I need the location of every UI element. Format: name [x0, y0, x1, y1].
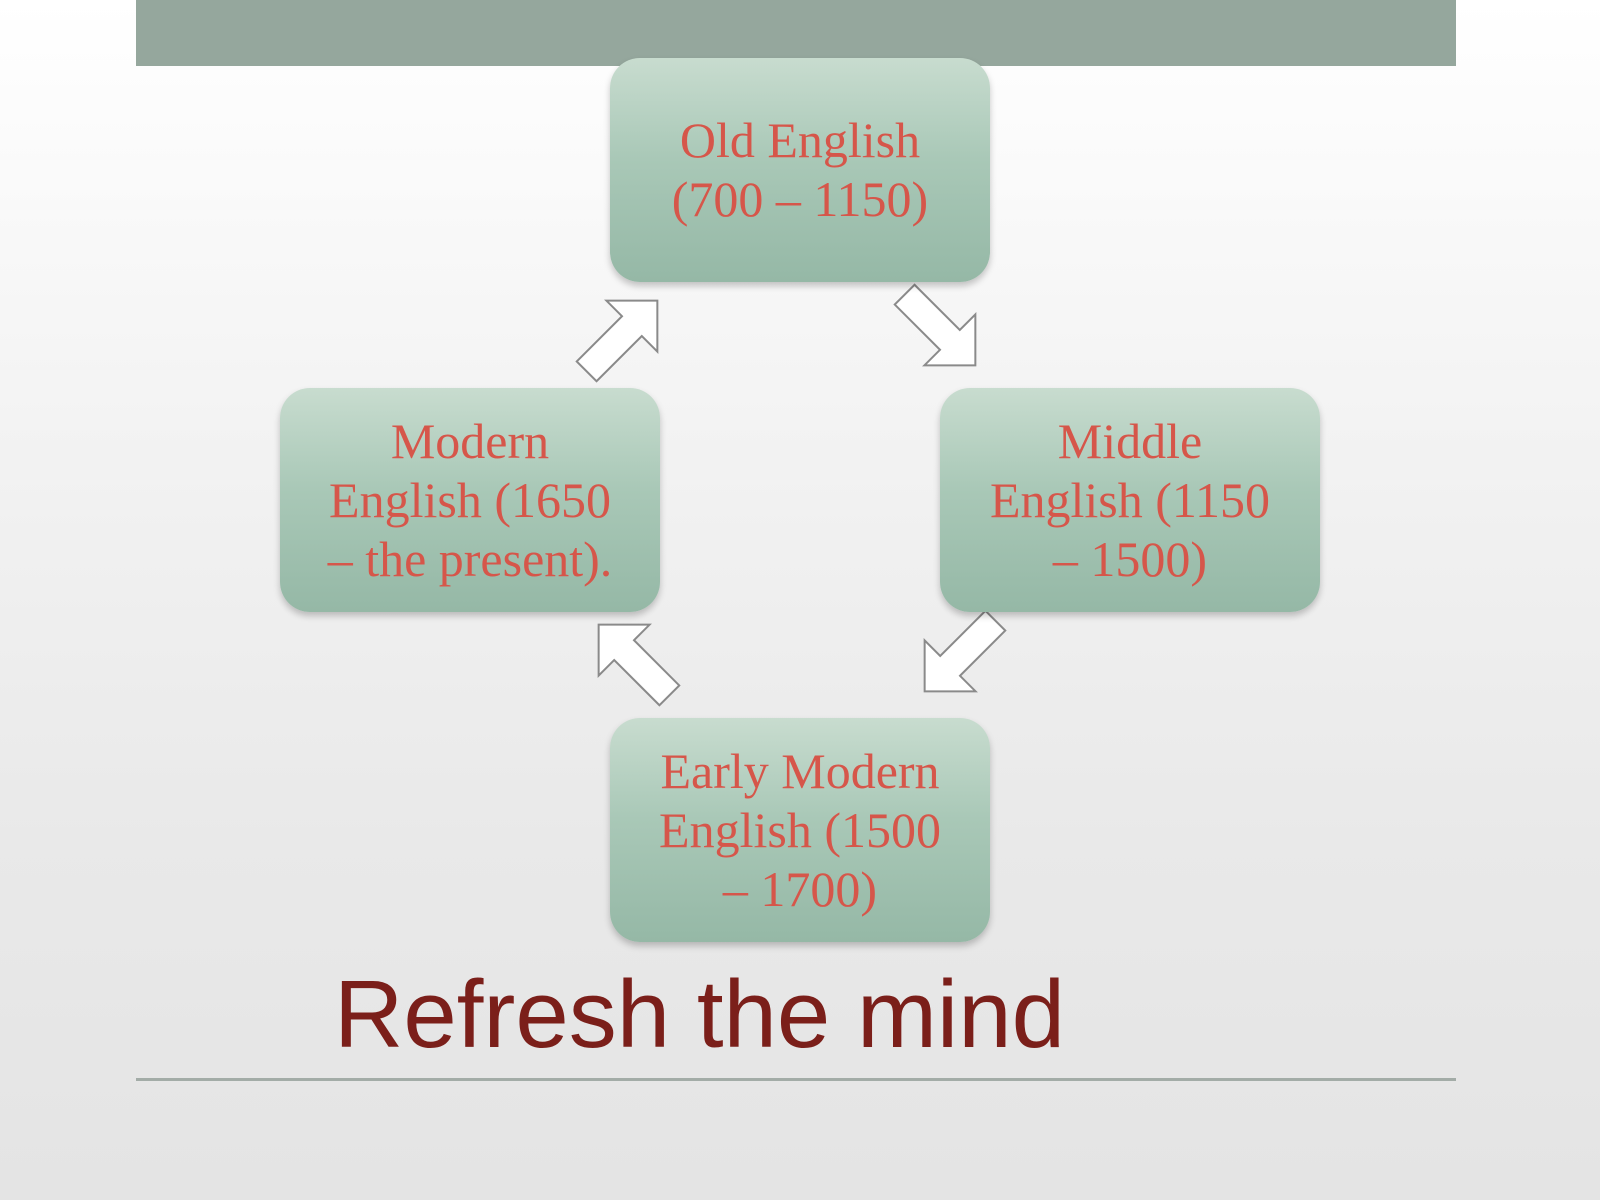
node-early-modern-english: Early Modern English (1500 – 1700) [610, 718, 990, 942]
node-middle-english: Middle English (1150 – 1500) [940, 388, 1320, 612]
arrow-modern-to-old [575, 299, 659, 383]
node-label: Modern English (1650 – the present). [327, 412, 613, 587]
node-old-english: Old English (700 – 1150) [610, 58, 990, 282]
node-label: Old English (700 – 1150) [671, 112, 929, 227]
node-label: Early Modern English (1500 – 1700) [659, 742, 941, 917]
arrow-middle-to-early [923, 609, 1007, 693]
arrow-old-to-middle [893, 283, 977, 367]
node-modern-english: Modern English (1650 – the present). [280, 388, 660, 612]
node-label: Middle English (1150 – 1500) [989, 412, 1271, 587]
slide-title: Refresh the mind [334, 961, 1066, 1068]
header-band [136, 0, 1456, 66]
divider-line [136, 1078, 1456, 1081]
arrow-early-to-modern [597, 623, 681, 707]
